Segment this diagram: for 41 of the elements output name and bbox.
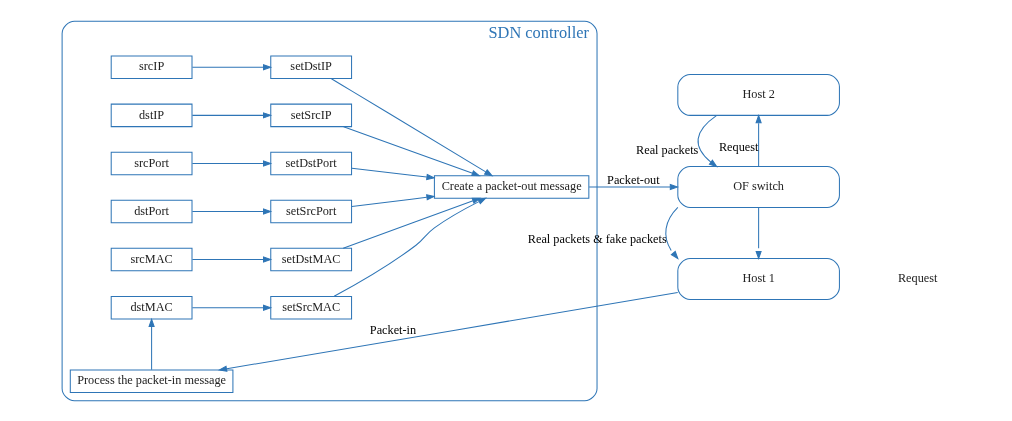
node-box: Host 2 (677, 73, 840, 116)
edge-label: Packet-in (369, 322, 417, 337)
arrow (191, 207, 273, 215)
node-box: dstMAC (110, 295, 193, 319)
node-box: setDstPort (270, 151, 353, 175)
arrow (191, 303, 273, 311)
arrow (665, 206, 679, 260)
edge-label: Real packets (636, 142, 699, 157)
arrow (351, 167, 436, 180)
arrow (333, 197, 487, 297)
arrow (755, 206, 762, 260)
arrow (217, 291, 679, 372)
arrow (342, 197, 482, 249)
node-box: setSrcMAC (270, 295, 353, 319)
arrow (191, 63, 273, 70)
arrow (588, 183, 679, 190)
arrow (191, 255, 273, 263)
node-box: Process the packet-in message (69, 369, 234, 393)
arrow (148, 317, 155, 370)
node-box: setDstMAC (270, 247, 353, 271)
node-box: Create a packet-out message (433, 174, 590, 199)
node-box: dstPort (110, 199, 193, 223)
arrow (330, 77, 494, 176)
arrow (351, 193, 436, 207)
arrow (343, 125, 481, 176)
node-box: setDstIP (270, 55, 353, 79)
arrow (191, 159, 273, 167)
node-box: srcMAC (110, 247, 193, 271)
arrow (697, 114, 718, 167)
label: Request (897, 270, 938, 285)
node-box: dstIP (110, 103, 193, 127)
edge-label: Packet-out (607, 171, 660, 186)
node-box: setSrcIP (270, 103, 353, 127)
node-box: Host 1 (677, 257, 840, 300)
node-box: OF switch (677, 165, 840, 208)
edge-label: Real packets & fake packets (527, 231, 667, 246)
node-box: srcPort (110, 151, 193, 175)
arrow (755, 113, 762, 167)
node-box: srcIP (110, 55, 193, 79)
node-box: setSrcPort (270, 199, 353, 223)
arrow (191, 111, 273, 119)
